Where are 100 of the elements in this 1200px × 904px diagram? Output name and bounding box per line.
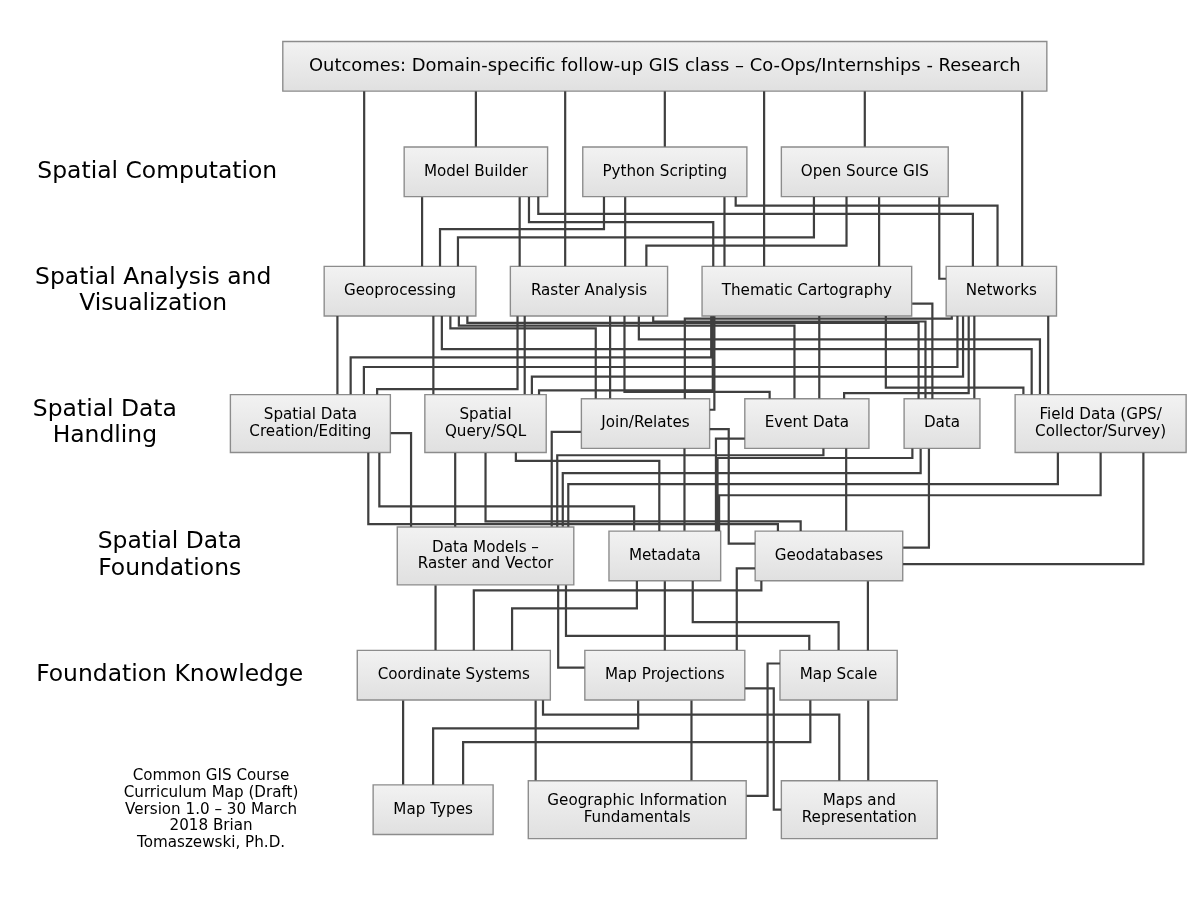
- node-box: Geodatabases: [754, 529, 904, 581]
- connector: [527, 196, 715, 266]
- connector: [466, 315, 920, 399]
- node-box: Spatial Data Creation/Editing: [229, 393, 392, 453]
- node-box: Field Data (GPS/ Collector/Survey): [1014, 393, 1187, 453]
- connector: [746, 661, 780, 797]
- node-box: Model Builder: [403, 145, 549, 197]
- node-box: Thematic Cartography: [701, 265, 913, 317]
- connector: [510, 580, 638, 650]
- connector: [390, 431, 413, 527]
- node-box: Join/Relates: [580, 397, 711, 449]
- connector: [367, 452, 779, 531]
- connector: [863, 90, 866, 147]
- connector: [714, 437, 745, 531]
- connector: [763, 90, 766, 266]
- connector: [336, 315, 339, 394]
- connector: [663, 90, 666, 147]
- connector: [421, 196, 424, 266]
- connector: [363, 90, 366, 266]
- connector: [514, 452, 661, 531]
- connector: [440, 315, 1033, 395]
- connector: [474, 90, 477, 147]
- connector: [564, 584, 811, 650]
- connector: [472, 580, 763, 650]
- node-box: Data: [903, 397, 981, 449]
- node-box: Map Types: [372, 783, 494, 835]
- connector: [716, 448, 914, 531]
- connector: [903, 452, 1145, 565]
- connector: [561, 448, 922, 527]
- node-box: Data Models – Raster and Vector: [396, 525, 575, 586]
- connector: [623, 315, 771, 399]
- connector: [557, 584, 585, 669]
- connector: [903, 448, 931, 549]
- connector: [556, 448, 825, 527]
- node-box: Geographic Information Fundamentals: [527, 779, 747, 839]
- label: Common GIS Course Curriculum Map (Draft) Version 1.0 – 30 March 2018 Brian Tomaszewski, Ph.D.: [123, 765, 299, 851]
- connector: [683, 447, 686, 531]
- connector: [690, 700, 693, 780]
- label: Spatial Data Foundations: [97, 525, 242, 581]
- connector: [718, 452, 1102, 531]
- node-box: Maps and Representation: [780, 779, 938, 839]
- node-box: Coordinate Systems: [356, 649, 552, 701]
- label: Spatial Computation: [37, 155, 278, 183]
- node-box: Geoprocessing: [323, 265, 477, 317]
- connector: [454, 452, 457, 527]
- connector: [866, 580, 869, 650]
- connector: [683, 315, 953, 399]
- label: Spatial Data Handling: [32, 393, 177, 448]
- connector: [735, 566, 755, 650]
- connector: [378, 452, 636, 531]
- connector: [534, 700, 537, 780]
- connector: [462, 699, 812, 785]
- connector: [845, 447, 848, 531]
- connector: [550, 430, 581, 526]
- connector: [1021, 90, 1024, 266]
- connector: [663, 580, 666, 650]
- connector: [376, 315, 519, 394]
- connector: [912, 301, 934, 399]
- node-box: Outcomes: Domain-specific follow-up GIS class – Co-Ops/Internships - Research: [282, 40, 1048, 92]
- connector: [432, 700, 640, 785]
- connector: [884, 315, 1025, 394]
- node-box: Networks: [945, 265, 1058, 317]
- connector: [637, 315, 1042, 394]
- connector: [609, 315, 612, 398]
- connector: [624, 196, 627, 266]
- connector: [745, 686, 782, 811]
- connector: [973, 315, 976, 398]
- connector: [362, 315, 959, 394]
- connector: [518, 196, 521, 266]
- connector: [878, 196, 881, 266]
- connector: [530, 315, 965, 394]
- node-box: Metadata: [608, 529, 722, 581]
- connector: [537, 315, 714, 394]
- connector: [709, 427, 756, 545]
- connector: [645, 196, 848, 266]
- connector: [541, 699, 841, 781]
- connector: [1047, 315, 1050, 394]
- connector: [434, 584, 437, 650]
- connector: [867, 700, 870, 780]
- node-box: Raster Analysis: [509, 265, 669, 317]
- label: Foundation Knowledge: [36, 658, 304, 687]
- connector: [843, 315, 970, 398]
- node-box: Map Projections: [584, 649, 746, 701]
- connector: [564, 90, 567, 266]
- connector: [567, 452, 1059, 527]
- connector: [691, 580, 840, 650]
- connector: [349, 315, 713, 394]
- node-box: Python Scripting: [582, 145, 748, 197]
- node-box: Event Data: [744, 397, 870, 449]
- connector: [537, 196, 974, 266]
- connector: [723, 196, 726, 266]
- connector: [438, 196, 606, 266]
- node-box: Map Scale: [779, 649, 898, 701]
- connector: [938, 196, 946, 280]
- connector: [734, 196, 999, 266]
- connector: [484, 452, 802, 531]
- connector: [456, 196, 816, 266]
- connector: [709, 315, 716, 411]
- connector: [432, 315, 435, 394]
- node-box: Open Source GIS: [780, 145, 949, 197]
